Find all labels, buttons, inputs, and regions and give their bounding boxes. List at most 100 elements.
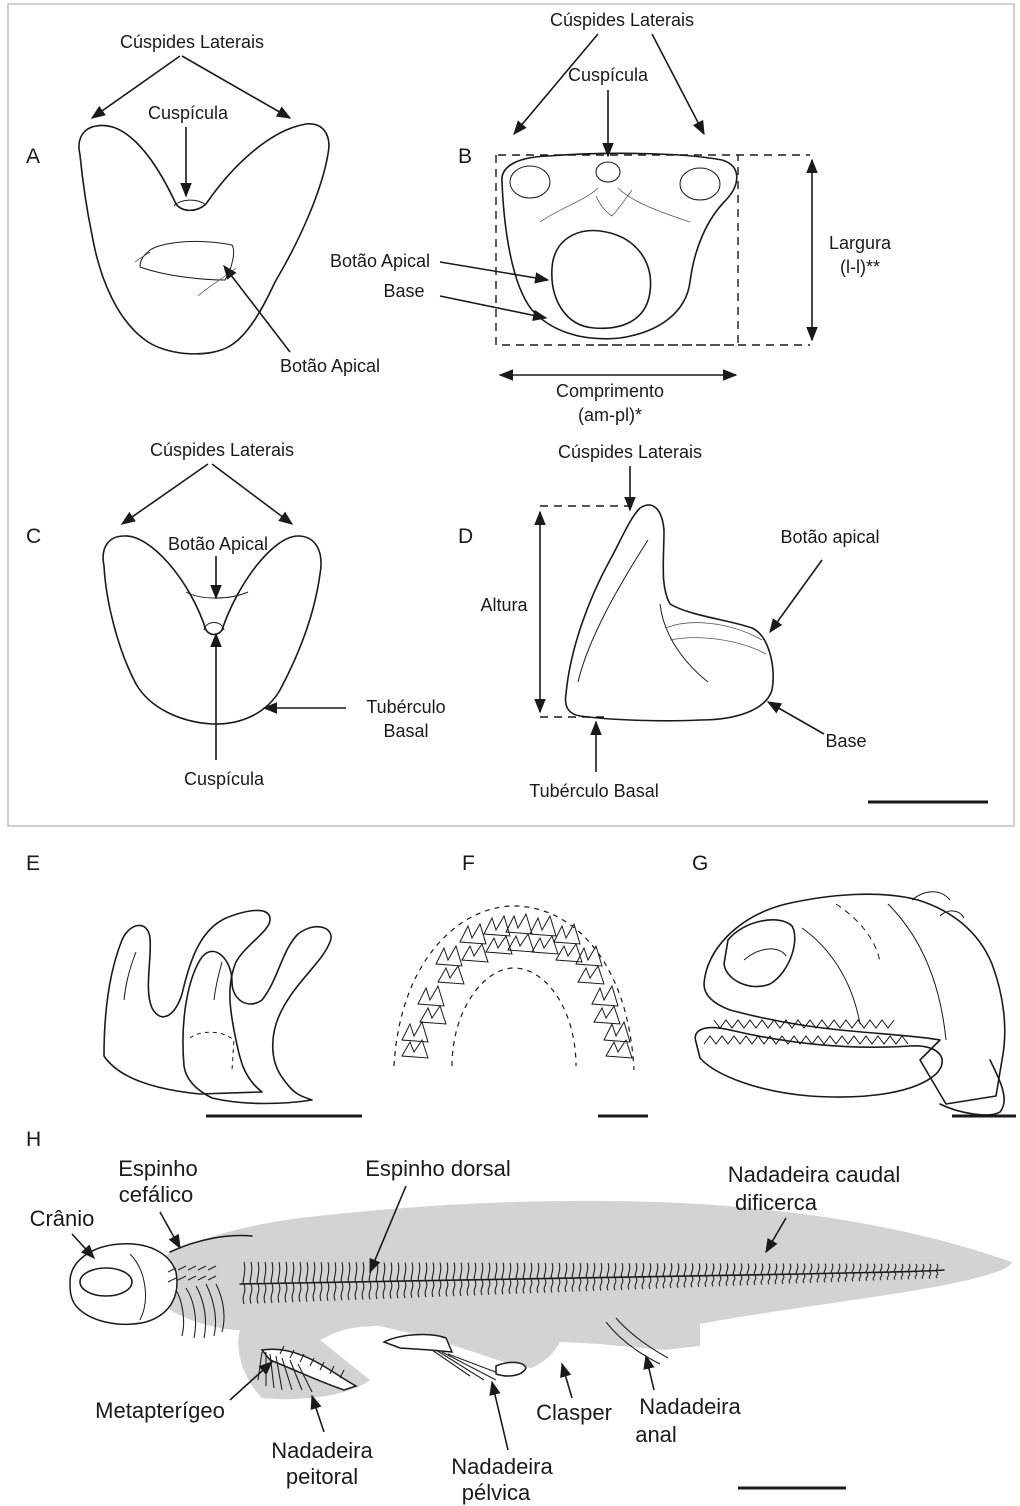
label-c-botao: Botão Apical xyxy=(168,534,268,554)
label-b-cuspicula: Cuspícula xyxy=(568,65,649,85)
tooth-a-cusp-button xyxy=(174,200,206,206)
tooth-e-front xyxy=(183,927,331,1104)
tooth-a-outline xyxy=(79,124,329,354)
tooth-c-outline xyxy=(103,536,321,724)
panel-label-d: D xyxy=(458,525,473,548)
panel-b: B Cúspides Laterais Cuspícula Botão Apic… xyxy=(330,10,892,425)
label-h-pelvica-1: Nadadeira xyxy=(451,1454,553,1479)
f-jaw-outer xyxy=(394,906,634,1070)
tooth-b-ridge-1 xyxy=(540,188,598,222)
label-c-tuberculo-2: Basal xyxy=(383,721,428,741)
label-h-metapterigeo: Metapterígeo xyxy=(95,1398,225,1423)
label-b-comprimento-2: (am-pl)* xyxy=(578,405,642,425)
fish-body-silhouette xyxy=(160,1201,1012,1399)
panel-d: D Cúspides Laterais Altura Botão apical … xyxy=(458,442,988,802)
f-tooth xyxy=(418,986,446,1024)
tooth-a-ridge2 xyxy=(135,252,150,262)
skull-g-crest xyxy=(912,892,964,918)
label-h-caudal-1: Nadadeira caudal xyxy=(728,1162,900,1187)
label-b-base: Base xyxy=(383,281,424,301)
tooth-b-cusp-right xyxy=(680,168,720,200)
f-tooth xyxy=(576,946,604,984)
label-d-botao: Botão apical xyxy=(780,527,879,547)
arrow-h-espinho-cefalico xyxy=(160,1212,180,1248)
skull-g-orbit-inner xyxy=(744,949,786,960)
tooth-a-ridge xyxy=(198,268,236,296)
panel-e: E xyxy=(26,852,362,1116)
label-a-cuspicula: Cuspícula xyxy=(148,103,229,123)
skull-g-suture-3 xyxy=(836,904,880,962)
skull-g-cheek xyxy=(940,1060,1004,1115)
panel-label-c: C xyxy=(26,525,41,548)
label-c-cuspicula: Cuspícula xyxy=(184,769,265,789)
label-d-cuspides: Cúspides Laterais xyxy=(558,442,702,462)
tooth-e-inner-2 xyxy=(214,962,222,1000)
panel-label-a: A xyxy=(26,145,40,168)
label-h-anal-1: Nadadeira xyxy=(639,1394,741,1419)
label-a-cuspides: Cúspides Laterais xyxy=(120,32,264,52)
arrow-h-clasper xyxy=(562,1364,572,1398)
label-b-largura-2: (l-l)** xyxy=(840,257,880,277)
label-h-clasper: Clasper xyxy=(536,1400,612,1425)
label-d-altura: Altura xyxy=(480,595,528,615)
panel-label-h: H xyxy=(26,1128,41,1151)
arrow-a-botao xyxy=(224,266,290,352)
arrow-c-cuspides-left xyxy=(122,464,208,524)
f-tooth xyxy=(530,916,558,954)
skull-g-suture-1 xyxy=(802,928,860,1024)
f-tooth xyxy=(402,1022,428,1058)
label-h-peitoral-2: peitoral xyxy=(286,1464,358,1489)
panel-h: H xyxy=(26,1128,1012,1505)
arrow-b-cuspides-right xyxy=(652,34,704,134)
panel-label-b: B xyxy=(458,145,472,168)
skull-g-upper-teeth xyxy=(714,1020,894,1028)
b-measure-box xyxy=(496,155,810,345)
label-h-peitoral-1: Nadadeira xyxy=(271,1438,373,1463)
label-h-caudal-2: dificerca xyxy=(735,1190,818,1215)
tooth-b-outline xyxy=(502,153,737,338)
arrow-c-cuspides-right xyxy=(212,464,292,524)
tooth-e-back xyxy=(104,910,270,1094)
tooth-a-apical-button xyxy=(140,241,234,280)
label-h-cranio: Crânio xyxy=(30,1206,95,1231)
label-b-cuspides: Cúspides Laterais xyxy=(550,10,694,30)
tooth-b-cusp-left xyxy=(510,166,550,198)
panel-f: F xyxy=(394,852,648,1116)
f-tooth xyxy=(506,914,534,952)
arrow-d-base xyxy=(768,702,824,734)
label-a-botao: Botão Apical xyxy=(280,356,380,376)
label-h-espinho-cefalico-1: Espinho xyxy=(118,1156,198,1181)
label-d-base: Base xyxy=(825,731,866,751)
f-tooth xyxy=(484,916,512,954)
tooth-b-cusp-center xyxy=(596,162,620,182)
label-c-tuberculo-1: Tubérculo xyxy=(366,697,445,717)
label-h-pelvica-2: pélvica xyxy=(462,1480,531,1505)
panel-label-f: F xyxy=(462,852,475,875)
tooth-b-apical-button xyxy=(552,231,651,329)
tooth-d-outline xyxy=(566,505,774,721)
label-b-comprimento-1: Comprimento xyxy=(556,381,664,401)
arrow-h-peitoral xyxy=(312,1396,324,1432)
label-d-tuberculo: Tubérculo Basal xyxy=(529,781,658,801)
tooth-b-ridge-3 xyxy=(596,190,632,216)
f-tooth xyxy=(460,924,488,962)
arrow-h-anal xyxy=(646,1356,654,1390)
panel-a: A Cúspides Laterais Cuspícula Botão Apic… xyxy=(26,32,380,376)
label-h-anal-2: anal xyxy=(635,1422,677,1447)
tooth-d-inner-cusp xyxy=(578,540,648,682)
skull-g-suture-2 xyxy=(888,904,946,1040)
fish-cranium xyxy=(70,1244,177,1324)
skull-g-cranium xyxy=(704,894,1005,1104)
f-tooth xyxy=(554,924,582,962)
label-b-largura-1: Largura xyxy=(829,233,892,253)
label-c-cuspides: Cúspides Laterais xyxy=(150,440,294,460)
panel-label-e: E xyxy=(26,852,40,875)
f-tooth xyxy=(436,946,464,984)
label-b-botao: Botão Apical xyxy=(330,251,430,271)
tooth-e-hidden xyxy=(190,1032,234,1070)
panel-frame xyxy=(8,4,1014,826)
panel-c: C Cúspides Laterais Botão Apical Cuspícu… xyxy=(26,440,446,789)
arrow-d-botao xyxy=(770,560,822,632)
arrow-h-pelvica xyxy=(492,1382,508,1450)
